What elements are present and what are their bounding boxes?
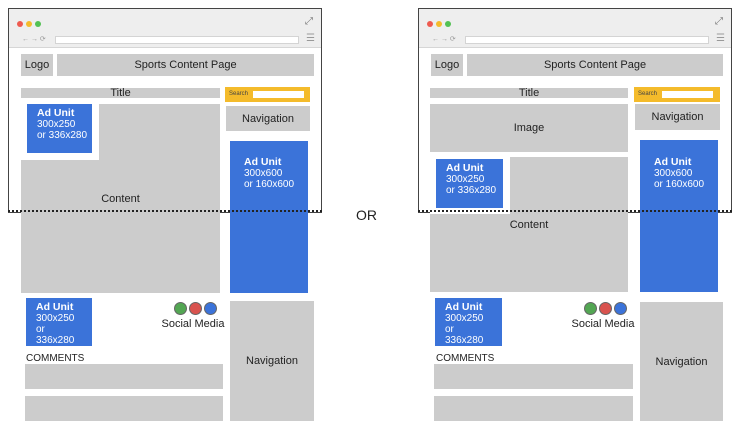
left-social-blue-icon[interactable]	[204, 302, 217, 315]
right-ad-side[interactable]: Ad Unit 300x600 or 160x600	[640, 140, 718, 292]
right-image: Image	[430, 104, 628, 152]
right-search-label: Search	[638, 91, 658, 97]
right-social-green-icon[interactable]	[584, 302, 597, 315]
left-maximize-dot-icon[interactable]	[35, 21, 41, 27]
left-ad-bottom-line1: 300x250	[36, 313, 75, 324]
right-url-bar[interactable]	[465, 36, 709, 44]
left-social-media-label: Social Media	[161, 318, 225, 330]
right-minimize-dot-icon[interactable]	[436, 21, 442, 27]
right-social-media-label: Social Media	[571, 318, 635, 330]
left-social-red-icon[interactable]	[189, 302, 202, 315]
left-navigation-bottom[interactable]: Navigation	[230, 301, 314, 421]
right-comment-box-2[interactable]	[434, 396, 633, 421]
left-search-label: Search	[229, 91, 249, 97]
left-title: Title	[21, 87, 220, 99]
left-comment-box-1[interactable]	[25, 364, 223, 389]
right-title: Title	[430, 87, 628, 99]
right-logo: Logo	[431, 54, 463, 76]
left-ad-top-line2: or 336x280	[37, 130, 88, 141]
left-ad-top[interactable]: Ad Unit 300x250 or 336x280	[27, 104, 92, 153]
left-ad-top-title: Ad Unit	[37, 107, 75, 119]
right-ad-side-line2: or 160x600	[654, 179, 705, 190]
left-url-bar[interactable]	[55, 36, 299, 44]
right-expand-icon[interactable]: ⤢	[715, 16, 723, 27]
right-comments-label: COMMENTS	[436, 353, 495, 364]
right-ad-bottom-line2: or	[445, 324, 454, 335]
or-separator: OR	[356, 207, 377, 223]
left-logo: Logo	[21, 54, 53, 76]
right-ad-bottom-title: Ad Unit	[445, 301, 483, 313]
left-nav-arrows-icon[interactable]: ← → ⟳	[22, 36, 46, 43]
left-comment-box-2[interactable]	[25, 396, 223, 421]
left-ad-side[interactable]: Ad Unit 300x600 or 160x600	[230, 141, 308, 293]
left-close-dot-icon[interactable]	[17, 21, 23, 27]
left-comments-label: COMMENTS	[26, 353, 85, 364]
right-menu-icon[interactable]: ☰	[716, 33, 725, 44]
right-ad-mid-line1: 300x250	[446, 174, 485, 185]
right-fold-line	[418, 210, 732, 212]
right-ad-side-line1: 300x600	[654, 168, 693, 179]
right-search-input[interactable]	[662, 91, 713, 98]
left-ad-side-line1: 300x600	[244, 168, 283, 179]
right-page-title: Sports Content Page	[467, 54, 723, 76]
left-ad-bottom[interactable]: Ad Unit 300x250 or 336x280	[26, 298, 92, 346]
right-ad-bottom[interactable]: Ad Unit 300x250 or 336x280	[435, 298, 502, 346]
left-ad-bottom-line3: 336x280	[36, 335, 75, 346]
right-navigation-top[interactable]: Navigation	[635, 104, 720, 130]
left-expand-icon[interactable]: ⤢	[305, 16, 313, 27]
right-social-red-icon[interactable]	[599, 302, 612, 315]
right-ad-bottom-line1: 300x250	[445, 313, 484, 324]
right-navigation-bottom[interactable]: Navigation	[640, 302, 723, 421]
left-menu-icon[interactable]: ☰	[306, 33, 315, 44]
left-ad-side-title: Ad Unit	[244, 156, 282, 168]
right-nav-arrows-icon[interactable]: ← → ⟳	[432, 36, 456, 43]
left-ad-side-line2: or 160x600	[244, 179, 295, 190]
left-social-green-icon[interactable]	[174, 302, 187, 315]
left-ad-bottom-line2: or	[36, 324, 45, 335]
left-fold-line	[8, 210, 322, 212]
right-close-dot-icon[interactable]	[427, 21, 433, 27]
right-social-blue-icon[interactable]	[614, 302, 627, 315]
right-ad-side-title: Ad Unit	[654, 156, 692, 168]
left-minimize-dot-icon[interactable]	[26, 21, 32, 27]
right-ad-mid[interactable]: Ad Unit 300x250 or 336x280	[436, 159, 503, 208]
left-page-title: Sports Content Page	[57, 54, 314, 76]
left-ad-bottom-title: Ad Unit	[36, 301, 74, 313]
left-ad-top-line1: 300x250	[37, 119, 76, 130]
right-ad-mid-title: Ad Unit	[446, 162, 484, 174]
right-maximize-dot-icon[interactable]	[445, 21, 451, 27]
right-comment-box-1[interactable]	[434, 364, 633, 389]
left-search-input[interactable]	[253, 91, 304, 98]
right-ad-mid-line2: or 336x280	[446, 185, 497, 196]
right-ad-bottom-line3: 336x280	[445, 335, 484, 346]
left-navigation-top[interactable]: Navigation	[226, 106, 310, 131]
